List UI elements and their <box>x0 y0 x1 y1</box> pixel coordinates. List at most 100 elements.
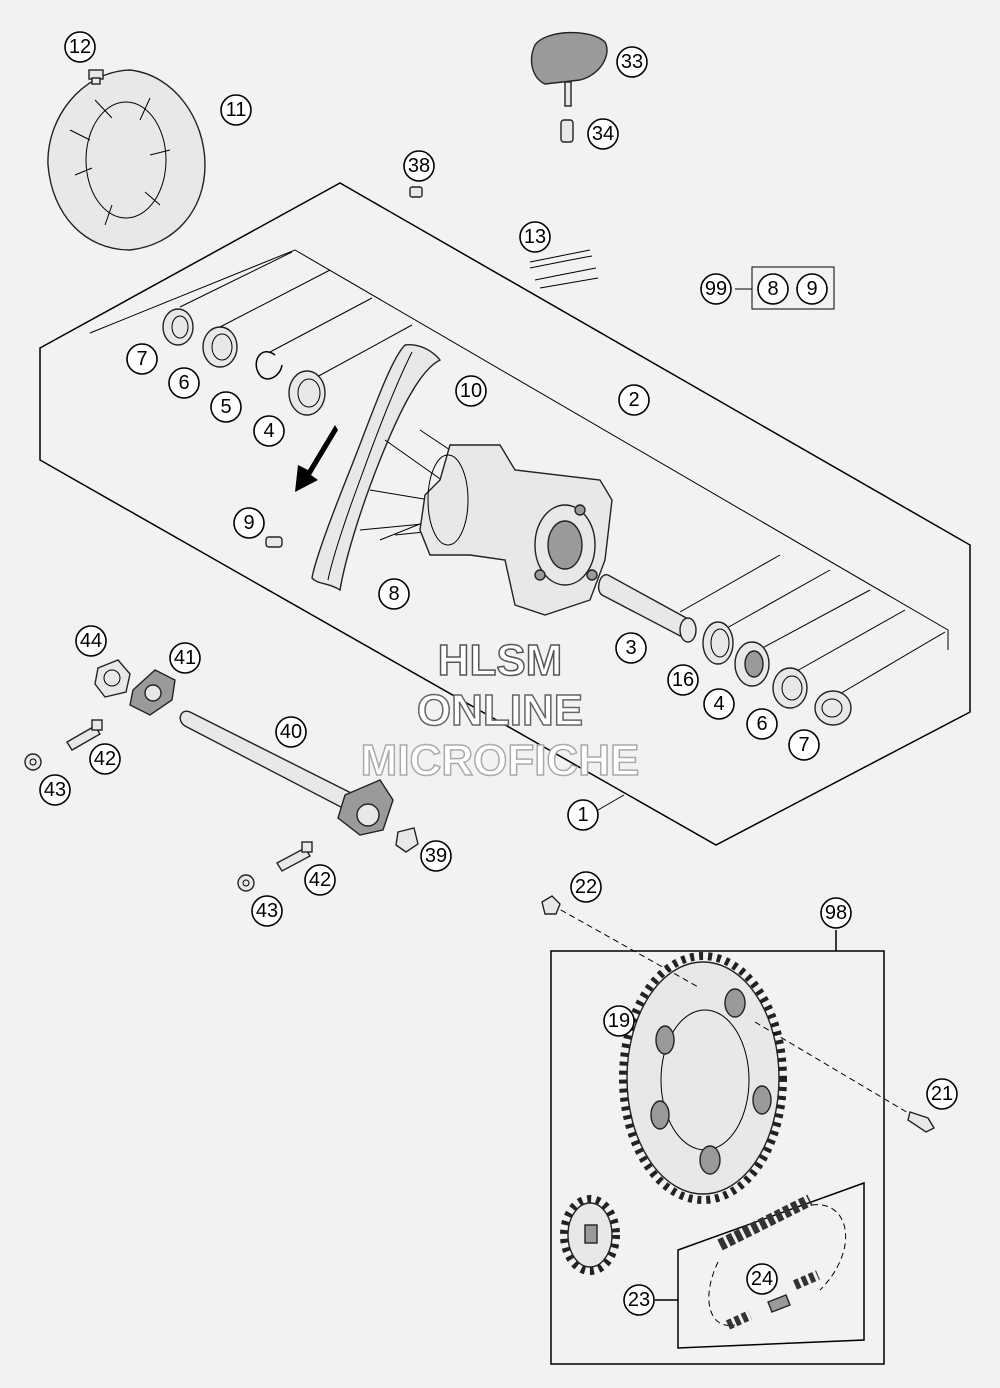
callout-1: 1 <box>567 799 599 831</box>
frame-inner-guide <box>89 249 949 650</box>
svg-text:39: 39 <box>425 845 447 867</box>
callout-13: 13 <box>519 221 551 253</box>
svg-text:7: 7 <box>798 734 809 756</box>
callout-40: 40 <box>275 716 307 748</box>
callout-8: 8 <box>378 578 410 610</box>
svg-text:99: 99 <box>705 278 727 300</box>
rear-sprocket-drawing <box>619 952 787 1204</box>
left-bearing-stack <box>162 308 326 416</box>
svg-text:6: 6 <box>756 713 767 735</box>
callout-4-right: 4 <box>703 688 735 720</box>
rotation-arrow <box>295 425 338 492</box>
brake-disc-drawing <box>47 69 206 251</box>
leader-lines <box>179 251 946 696</box>
svg-text:10: 10 <box>460 380 482 402</box>
callout-99-item-9: 9 <box>796 273 828 305</box>
sprocket-kit-box <box>550 950 885 1365</box>
watermark-line-1: HLSM <box>437 635 563 686</box>
callout-21: 21 <box>926 1078 958 1110</box>
svg-text:33: 33 <box>621 51 643 73</box>
spoke-nipple-drawing <box>265 536 283 548</box>
callout-11: 11 <box>220 94 252 126</box>
callout-43-left: 43 <box>39 774 71 806</box>
svg-text:1: 1 <box>577 804 588 826</box>
svg-text:16: 16 <box>672 669 694 691</box>
chain-drawing <box>708 1194 847 1330</box>
svg-text:34: 34 <box>592 123 614 145</box>
svg-text:6: 6 <box>178 372 189 394</box>
plug-screw-drawing <box>395 827 419 853</box>
rim-tape-drawing <box>529 249 599 289</box>
svg-text:11: 11 <box>226 99 247 121</box>
front-sprocket-drawing <box>560 1195 620 1275</box>
sprocket-bolt-drawing <box>907 1111 935 1133</box>
svg-text:42: 42 <box>309 869 331 891</box>
callout-33: 33 <box>616 46 648 78</box>
svg-text:21: 21 <box>931 1083 953 1105</box>
callout-4-left: 4 <box>253 415 285 447</box>
sprocket-bolt-axis-lower <box>754 1021 921 1121</box>
watermark-line-3: MICROFICHE <box>360 735 640 786</box>
svg-text:43: 43 <box>256 900 278 922</box>
svg-text:43: 43 <box>44 779 66 801</box>
callout-19: 19 <box>603 1005 635 1037</box>
callout-99-item-8: 8 <box>757 273 789 305</box>
nut-left-drawing <box>24 753 42 771</box>
master-link-drawing <box>767 1294 791 1313</box>
svg-text:22: 22 <box>575 876 597 898</box>
sprocket-nut-drawing <box>541 895 561 915</box>
svg-text:7: 7 <box>136 348 147 370</box>
callout-34: 34 <box>587 118 619 150</box>
svg-text:38: 38 <box>408 155 430 177</box>
callout-23: 23 <box>623 1284 655 1316</box>
svg-text:44: 44 <box>80 630 102 652</box>
svg-text:9: 9 <box>806 278 817 300</box>
chain-box <box>677 1181 865 1349</box>
right-bearing-stack <box>702 621 852 726</box>
axle-nut-drawing <box>94 659 131 698</box>
callout-99: 99 <box>700 273 732 305</box>
adjusting-bolt-right-drawing <box>276 841 313 872</box>
svg-text:4: 4 <box>263 420 274 442</box>
nut-right-drawing <box>237 874 255 892</box>
rim-drawing <box>311 343 442 592</box>
svg-text:41: 41 <box>174 647 196 669</box>
adjusting-bolt-left-drawing <box>66 719 103 751</box>
watermark-line-2: ONLINE <box>416 685 584 736</box>
callout-6-left: 6 <box>168 367 200 399</box>
callout-7-left: 7 <box>126 343 158 375</box>
callout-5: 5 <box>210 391 242 423</box>
chain-adjuster-left-drawing <box>129 669 176 716</box>
callout-24: 24 <box>746 1263 778 1295</box>
callout-12: 12 <box>64 31 96 63</box>
svg-text:4: 4 <box>713 693 724 715</box>
svg-text:5: 5 <box>220 396 231 418</box>
callout-10: 10 <box>455 375 487 407</box>
callout-42-right: 42 <box>304 864 336 896</box>
callout-9: 9 <box>233 507 265 539</box>
callout-22: 22 <box>570 871 602 903</box>
sprocket-bolt-axis-upper <box>551 904 701 989</box>
callout-3: 3 <box>615 632 647 664</box>
svg-text:40: 40 <box>280 721 302 743</box>
wheel-assembly-frame <box>39 182 971 846</box>
callout-7-right: 7 <box>788 729 820 761</box>
callout-16: 16 <box>667 664 699 696</box>
axle-drawing <box>179 710 394 836</box>
svg-text:13: 13 <box>524 226 546 248</box>
svg-text:8: 8 <box>767 278 778 300</box>
bearing-set-box <box>751 266 835 310</box>
svg-text:2: 2 <box>628 389 639 411</box>
callout-39: 39 <box>420 840 452 872</box>
svg-text:42: 42 <box>94 748 116 770</box>
svg-text:24: 24 <box>751 1268 773 1290</box>
callout-6-right: 6 <box>746 708 778 740</box>
svg-text:98: 98 <box>825 902 847 924</box>
plug-drawing <box>409 186 423 198</box>
svg-text:8: 8 <box>388 583 399 605</box>
callout-1-leader <box>597 794 625 811</box>
disc-screw-drawing <box>88 69 104 85</box>
callout-44: 44 <box>75 625 107 657</box>
callout-2: 2 <box>618 384 650 416</box>
